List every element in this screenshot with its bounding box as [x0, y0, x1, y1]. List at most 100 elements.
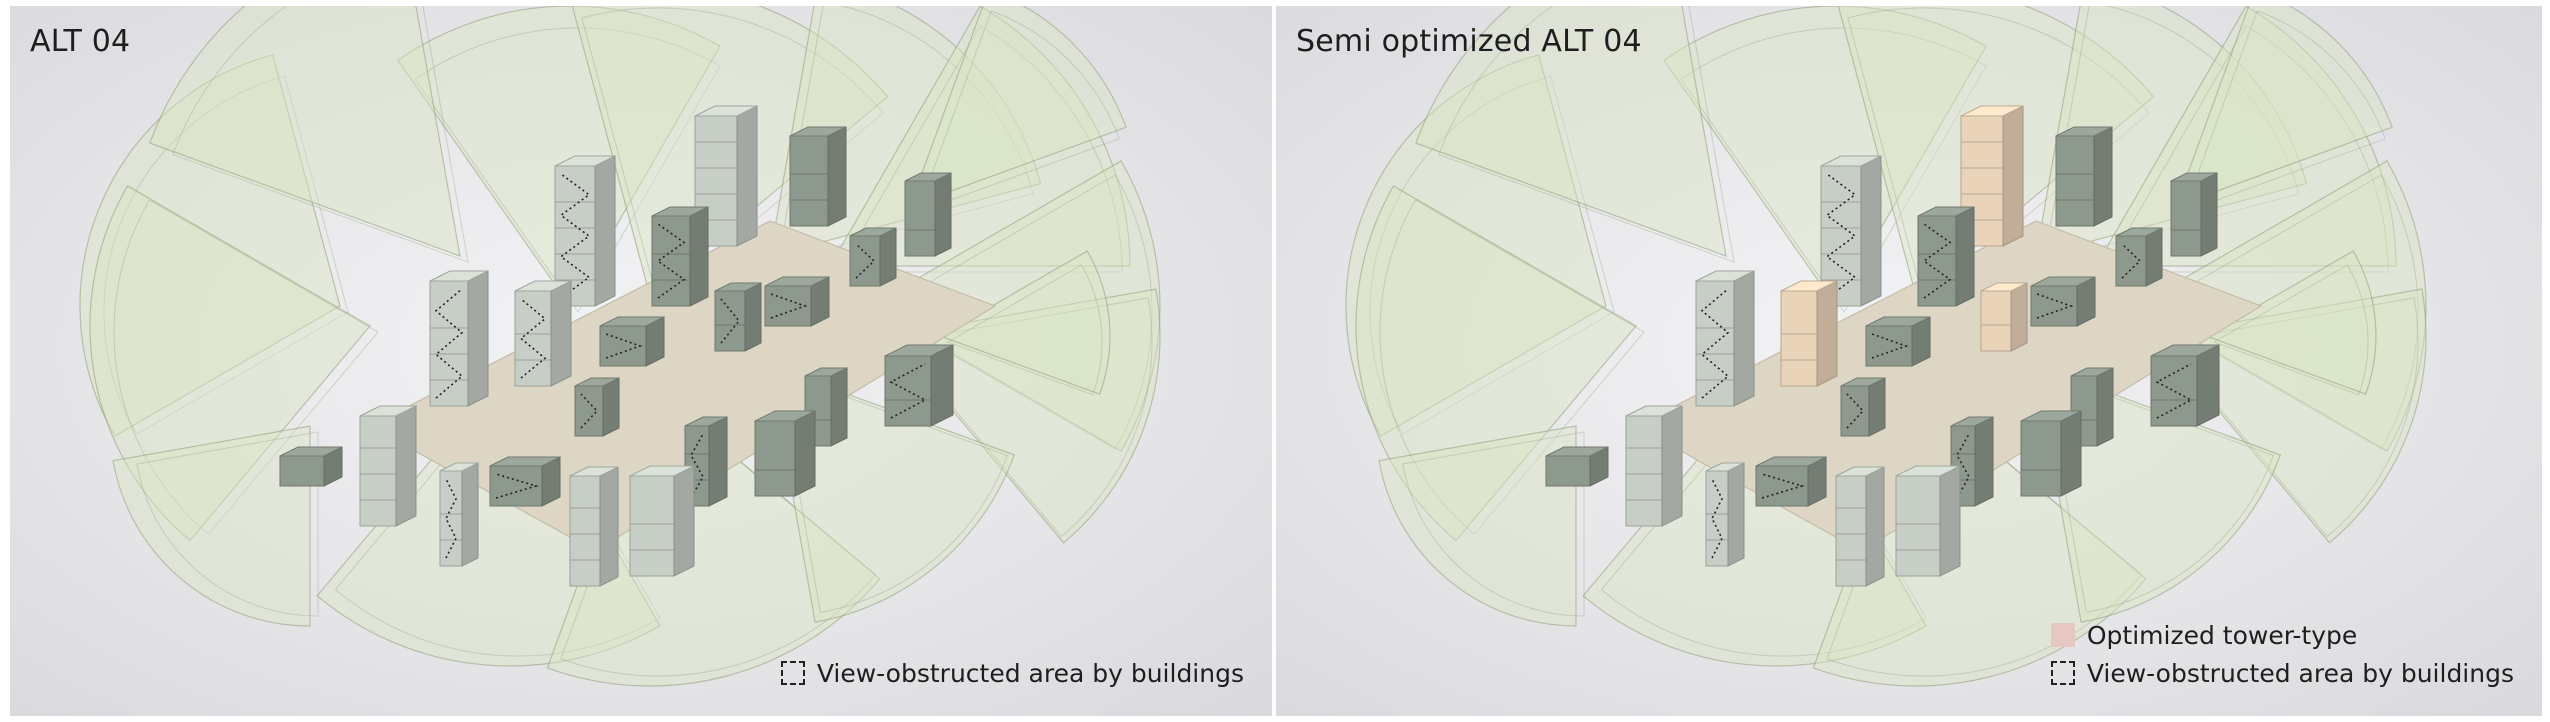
- tower: [439, 462, 479, 567]
- tower-front-face: [754, 420, 796, 497]
- tower-side-face: [1939, 465, 1961, 577]
- view-cone: [888, 288, 1161, 544]
- tower-front-face: [884, 355, 932, 427]
- view-cone-outline: [2043, 371, 2274, 613]
- view-cone-outline: [837, 25, 1123, 273]
- tower-roof: [2020, 410, 2082, 422]
- view-cone: [397, 6, 721, 308]
- tower: [2030, 276, 2096, 327]
- massing-scene-semi-optimized: [1345, 6, 2427, 687]
- tower: [1820, 155, 1882, 307]
- tower-roof: [574, 377, 620, 387]
- tower-side-face: [934, 172, 952, 257]
- tower-front-face: [2020, 420, 2062, 497]
- view-obstructed-outline: [1700, 288, 1730, 399]
- tower-front-face: [1917, 215, 1957, 307]
- view-cone-outline: [777, 6, 1034, 263]
- tower-roof: [2055, 126, 2113, 137]
- panel-title: Semi optimized ALT 04: [1296, 24, 1642, 59]
- view-cone: [2174, 6, 2393, 208]
- tower-side-face: [2002, 105, 2024, 247]
- tower-front-face: [1895, 475, 1941, 577]
- tower-side-face: [2010, 282, 2028, 352]
- view-cone-outline: [560, 391, 877, 677]
- tower-side-face: [794, 410, 816, 497]
- view-obstructed-outline: [1761, 473, 1805, 499]
- view-cone-outline: [1379, 199, 1645, 535]
- view-obstructed-outline: [1956, 433, 1970, 499]
- tower-roof: [2030, 276, 2096, 287]
- view-cone: [868, 160, 1161, 452]
- tower-front-face: [651, 215, 691, 307]
- tower-roof: [849, 227, 897, 237]
- view-cone-outline: [2142, 174, 2419, 450]
- legend-label: Optimized tower-type: [2086, 620, 2358, 650]
- tower-front-face: [2150, 355, 2198, 427]
- tower-front-face: [569, 475, 601, 587]
- tower-roof: [2070, 367, 2114, 377]
- tower-side-face: [2093, 126, 2113, 227]
- tower-side-face: [2096, 367, 2114, 447]
- tower-roof: [1625, 405, 1683, 417]
- tower-side-face: [1661, 405, 1683, 527]
- tower-front-face: [1545, 455, 1591, 487]
- tower-front-face: [2055, 135, 2095, 227]
- legend-item-optimized-tower: Optimized tower-type: [2050, 616, 2514, 654]
- tower: [1755, 456, 1827, 507]
- tower-roof: [514, 280, 572, 292]
- tower-roof: [694, 105, 758, 117]
- tower-side-face: [467, 270, 489, 407]
- view-obstructed-outline: [495, 473, 539, 499]
- tower-side-face: [594, 155, 616, 307]
- tower-side-face: [1868, 377, 1886, 437]
- view-cone-outline: [1369, 75, 1615, 435]
- tower-roof: [1917, 206, 1975, 217]
- tower-front-face: [849, 235, 881, 287]
- tower-side-face: [708, 416, 728, 507]
- tower: [1835, 466, 1885, 587]
- tower-roof: [359, 405, 417, 417]
- tower-side-face: [1955, 206, 1975, 307]
- tower: [1625, 405, 1683, 527]
- view-cone-outline: [334, 371, 661, 657]
- tower-front-face: [904, 180, 936, 257]
- tower: [2150, 344, 2220, 427]
- view-obstructed-outline: [1922, 223, 1952, 299]
- view-cone-outline: [136, 431, 319, 617]
- tower-roof: [2115, 227, 2163, 237]
- view-cone-outline: [2043, 6, 2300, 263]
- view-cone: [112, 425, 311, 627]
- tower-front-face: [2115, 235, 2147, 287]
- tower-front-face: [629, 475, 675, 577]
- tower-roof: [754, 410, 816, 422]
- tower-front-face: [279, 455, 325, 487]
- tower: [764, 276, 830, 327]
- tower: [599, 316, 665, 367]
- tower-roof: [1755, 456, 1827, 467]
- tower: [574, 377, 620, 437]
- tower: [1895, 465, 1961, 577]
- tower-roof: [429, 270, 489, 282]
- view-obstructed-outline: [1871, 333, 1909, 359]
- tower-roof: [1545, 446, 1609, 457]
- tower-side-face: [599, 466, 619, 587]
- tower-roof: [1695, 270, 1755, 282]
- tower: [514, 280, 572, 387]
- tower: [359, 405, 417, 527]
- view-cone-outline: [1847, 7, 2150, 303]
- tower-front-face: [574, 385, 604, 437]
- panel-alt-04: ALT 04 View-obstructed area by buildings: [10, 6, 1272, 716]
- tower-front-face: [514, 290, 552, 387]
- massing-model: [79, 6, 1161, 687]
- view-cone: [1663, 6, 1987, 308]
- view-cone-outline: [1438, 6, 1735, 263]
- panel-title: ALT 04: [30, 24, 131, 59]
- tower-roof: [1780, 280, 1838, 292]
- tower: [2020, 410, 2082, 497]
- tower-front-face: [714, 290, 746, 352]
- panel-semi-optimized-alt-04: Semi optimized ALT 04 Optimized tower-ty…: [1276, 6, 2542, 716]
- tower: [1705, 462, 1745, 567]
- tower: [569, 466, 619, 587]
- tower: [2055, 126, 2113, 227]
- tower-side-face: [550, 280, 572, 387]
